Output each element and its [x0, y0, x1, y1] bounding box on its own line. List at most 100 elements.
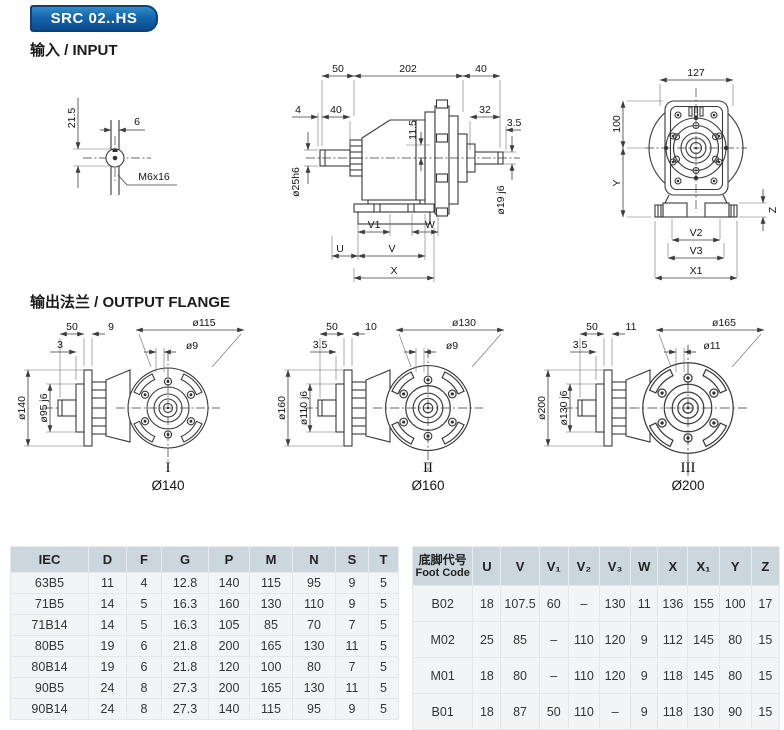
table-cell: 107.5: [500, 585, 540, 622]
input-front-drawing: 127 100 Y V2 V3 X1 Z: [611, 67, 779, 281]
flange-drawing: ø160 ø110 j6 50 10 3.5: [276, 317, 505, 493]
thread-label: M6x16: [138, 171, 170, 183]
table-cell: 130: [598, 585, 632, 622]
dim-bolt-circle: ø130: [452, 317, 476, 329]
dim-x1: X1: [690, 265, 703, 277]
table-cell: 145: [687, 657, 720, 694]
rim-slot: [648, 422, 674, 448]
dim-u: U: [336, 243, 344, 255]
column-header: V: [500, 546, 540, 586]
rim-slot: [180, 420, 203, 443]
table-cell: 80: [500, 657, 540, 694]
table-cell: 18: [472, 693, 502, 730]
column-header: V₁: [538, 546, 569, 586]
bolt-holes: [399, 375, 457, 441]
table-cell: 60: [538, 585, 569, 622]
column-header: M: [249, 546, 293, 573]
table-cell: 11: [88, 572, 127, 594]
table-cell: 5: [368, 614, 399, 636]
bolt-holes: [657, 373, 719, 443]
table-cell: 80: [718, 621, 752, 658]
table-cell: 9: [630, 621, 659, 658]
table-cell: 85: [249, 614, 293, 636]
table-cell: 16.3: [161, 614, 209, 636]
table-cell: –: [538, 657, 569, 694]
dim-flange-depth: 50: [66, 321, 78, 333]
dim-21-5: 21.5: [66, 108, 78, 129]
table-cell: 80: [718, 657, 752, 694]
dim-flange-thickness: 11: [626, 321, 637, 333]
table-cell: 27.3: [161, 677, 209, 699]
flange-numeral: III: [681, 460, 696, 476]
flange-drawing: ø140 ø95 j6 50 9 3: [16, 317, 245, 493]
table-cell: 165: [249, 635, 293, 657]
table-cell: 120: [598, 657, 632, 694]
dim-flange-spigot: ø130 j6: [558, 390, 570, 425]
table-cell: 110: [567, 693, 600, 730]
flange-size: Ø160: [411, 478, 444, 493]
column-header: P: [208, 546, 250, 573]
column-header: W: [630, 546, 659, 586]
table-cell: 80B5: [10, 635, 89, 657]
table-cell: 9: [335, 572, 369, 594]
table-cell: 7: [335, 614, 369, 636]
table-cell: 80: [292, 656, 336, 678]
table-cell: 9: [335, 593, 369, 615]
section-title-output: 输出法兰 / OUTPUT FLANGE: [30, 294, 230, 311]
rim-slot: [391, 371, 415, 395]
dim-flange-spigot: ø95 j6: [38, 393, 50, 422]
dim-202: 202: [399, 63, 417, 75]
dim-bolt-circle: ø115: [192, 317, 215, 329]
table-cell: 90B14: [10, 698, 89, 720]
table-cell: 155: [687, 585, 720, 622]
table-cell: –: [567, 585, 600, 622]
dim-w: W: [425, 219, 435, 231]
rim-slot: [441, 371, 465, 395]
dim-flange-thickness: 10: [365, 321, 377, 333]
flange-size: Ø140: [151, 478, 184, 493]
table-cell: 115: [249, 698, 293, 720]
table-cell: 130: [292, 635, 336, 657]
table-cell: 200: [208, 635, 250, 657]
table-cell: 7: [335, 656, 369, 678]
flange-drawing: ø200 ø130 j6 50 11 3.5: [536, 317, 765, 493]
table-cell: 6: [126, 635, 162, 657]
table-cell: 110: [292, 593, 336, 615]
flange-front-view: [372, 348, 484, 472]
dim-hole: ø11: [703, 340, 720, 352]
table-cell: 15: [750, 621, 781, 658]
dim-40: 40: [330, 104, 342, 116]
table-cell: 11: [335, 677, 369, 699]
table-cell: 95: [292, 572, 336, 594]
dim-hole: ø9: [446, 340, 458, 352]
dim-z: Z: [767, 206, 779, 213]
dim-11-5: 11.5: [407, 120, 419, 140]
table-cell: 4: [126, 572, 162, 594]
table-cell: 71B14: [10, 614, 89, 636]
table-cell: 110: [567, 657, 600, 694]
table-cell: –: [598, 693, 632, 730]
dim-3-5: 3.5: [507, 117, 522, 129]
table-cell: 145: [687, 621, 720, 658]
dim-127: 127: [687, 67, 705, 79]
table-cell: 118: [657, 693, 689, 730]
column-header: U: [472, 546, 502, 586]
table-cell: 8: [126, 698, 162, 720]
table-cell: 5: [126, 593, 162, 615]
table-cell: 130: [249, 593, 293, 615]
table-cell: –: [538, 621, 569, 658]
table-cell: 19: [88, 635, 127, 657]
table-cell: 27.3: [161, 698, 209, 720]
dim-flange-spigot: ø110 j6: [298, 391, 310, 425]
column-header: N: [292, 546, 336, 573]
table-cell: 71B5: [10, 593, 89, 615]
column-header: V₃: [598, 546, 632, 586]
table-cell: 136: [657, 585, 689, 622]
